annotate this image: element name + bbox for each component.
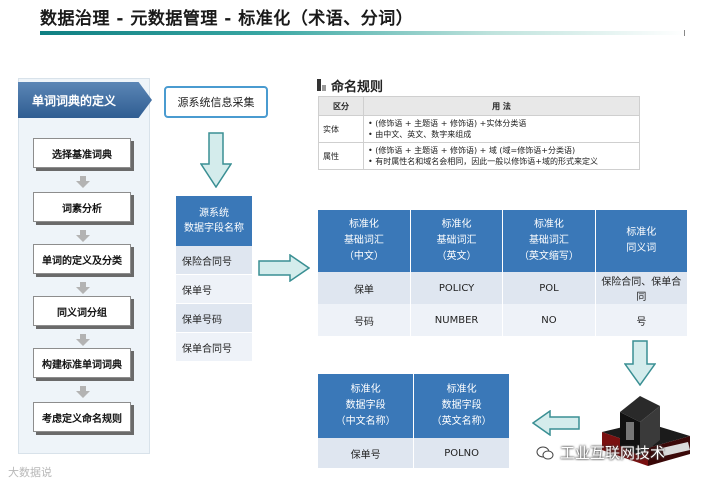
table-row: 保险合同号 [176,246,252,275]
wechat-icon [536,446,554,459]
flow-step-5: 构建标准单词词典 [33,348,131,378]
vocab-header-abbr: 标准化 基础词汇 （英文缩写） [502,210,596,272]
table-cell: 保单 [318,272,411,304]
header-line: 数据字段 [345,400,386,411]
flow-step-6: 考虑定义命名规则 [33,402,131,432]
source-field-table: 源系统 数据字段名称 保险合同号 保单号 保单号码 保单合同号 [176,196,252,362]
table-cell: 号 [595,304,689,336]
table-cell: 号码 [318,304,411,336]
rules-header-key: 区分 [318,96,364,116]
table-row: 保单 POLICY POL 保险合同、保单合同 [318,272,689,304]
naming-rules-title: 命名规则 [331,80,384,95]
naming-rules-table: 区分 用 法 实体 • (修饰语 + 主题语 + 修饰语) +实体分类语 • 由… [318,96,640,170]
source-collect-box: 源系统信息采集 [164,86,268,118]
field-header-en: 标准化 数据字段 （英文名称） [413,374,510,438]
down-arrow-icon [624,340,656,386]
table-cell: 保单号 [318,438,415,468]
table-row: 号码 NUMBER NO 号 [318,304,689,336]
table-cell: NUMBER [410,304,504,336]
table-cell: NO [502,304,596,336]
rules-line: • (修饰语 + 主题语 + 修饰语) +实体分类语 [368,119,527,128]
dictionary-books-icon [602,396,690,466]
header-line: （英文） [436,251,477,262]
table-row: 保单号 POLNO [318,438,510,468]
flow-arrow-icon [76,230,90,242]
rules-line: • (修饰语 + 主题语 + 修饰语) + 域 (域=修饰语+分类语) [368,146,576,155]
page-title: 数据治理 - 元数据管理 - 标准化（术语、分词） [40,9,414,29]
title-divider [40,31,686,35]
table-row: 保单号码 [176,304,252,333]
header-line: 标准化 [348,219,379,230]
header-line: （中文名称） [335,416,396,427]
source-header-line: 源系统 [199,208,229,219]
field-header-cn: 标准化 数据字段 （中文名称） [318,374,415,438]
header-line: 标准化 [446,384,477,395]
header-line: 标准化 [533,219,564,230]
table-row: 保单号 [176,275,252,304]
rules-usage: • (修饰语 + 主题语 + 修饰语) +实体分类语 • 由中文、英文、数字来组… [363,115,640,143]
header-line: 基础词汇 [343,235,384,246]
header-line: 标准化 [441,219,472,230]
table-row: 实体 • (修饰语 + 主题语 + 修饰语) +实体分类语 • 由中文、英文、数… [318,115,640,143]
rules-bullet-icon [317,79,326,91]
down-arrow-icon [200,132,232,188]
flow-step-2: 词素分析 [33,192,131,222]
rules-usage: • (修饰语 + 主题语 + 修饰语) + 域 (域=修饰语+分类语) • 有时… [363,142,640,170]
rules-line: • 有时属性名和域名会相同，因此一般以修饰语+域的形式来定义 [368,157,598,166]
watermark-text: 工业互联网技术 [560,444,666,462]
rules-key: 实体 [318,115,364,143]
flow-step-4: 同义词分组 [33,296,131,326]
right-arrow-icon [258,254,310,282]
standard-vocab-table: 标准化 基础词汇 （中文） 标准化 基础词汇 （英文） 标准化 基础词汇 （英文… [318,210,689,336]
header-line: （中文） [343,251,384,262]
header-line: （英文名称） [431,416,492,427]
table-cell: POLNO [413,438,510,468]
flow-arrow-icon [76,176,90,188]
header-line: 标准化 [350,384,381,395]
vocab-header-cn: 标准化 基础词汇 （中文） [318,210,411,272]
table-cell: 保险合同、保单合同 [595,272,689,304]
rules-line: • 由中文、英文、数字来组成 [368,130,472,139]
title-tick [684,30,685,36]
header-line: 标准化 [626,227,657,238]
header-line: 数据字段 [441,400,482,411]
table-row: 保单合同号 [176,333,252,362]
rules-key: 属性 [318,142,364,170]
flow-header: 单词词典的定义 [18,82,152,118]
header-line: 基础词汇 [528,235,569,246]
flow-arrow-icon [76,386,90,398]
watermark-left: 大数据说 [8,466,52,479]
rules-header-usage: 用 法 [363,96,640,116]
table-row: 属性 • (修饰语 + 主题语 + 修饰语) + 域 (域=修饰语+分类语) •… [318,142,640,170]
watermark-right: 工业互联网技术 [536,442,665,463]
left-arrow-icon [532,410,580,436]
flow-step-1: 选择基准词典 [33,138,131,168]
table-cell: POLICY [410,272,504,304]
header-line: （英文缩写） [518,251,579,262]
vocab-header-en: 标准化 基础词汇 （英文） [410,210,504,272]
source-table-header: 源系统 数据字段名称 [176,196,252,246]
header-line: 基础词汇 [436,235,477,246]
flow-arrow-icon [76,282,90,294]
header-line: 同义词 [626,243,657,254]
source-header-line: 数据字段名称 [184,223,244,234]
flow-arrow-icon [76,334,90,346]
standard-field-table: 标准化 数据字段 （中文名称） 标准化 数据字段 （英文名称） 保单号 POLN… [318,374,510,468]
table-cell: POL [502,272,596,304]
flow-step-3: 单词的定义及分类 [33,244,131,274]
vocab-header-synonym: 标准化 同义词 [595,210,689,272]
